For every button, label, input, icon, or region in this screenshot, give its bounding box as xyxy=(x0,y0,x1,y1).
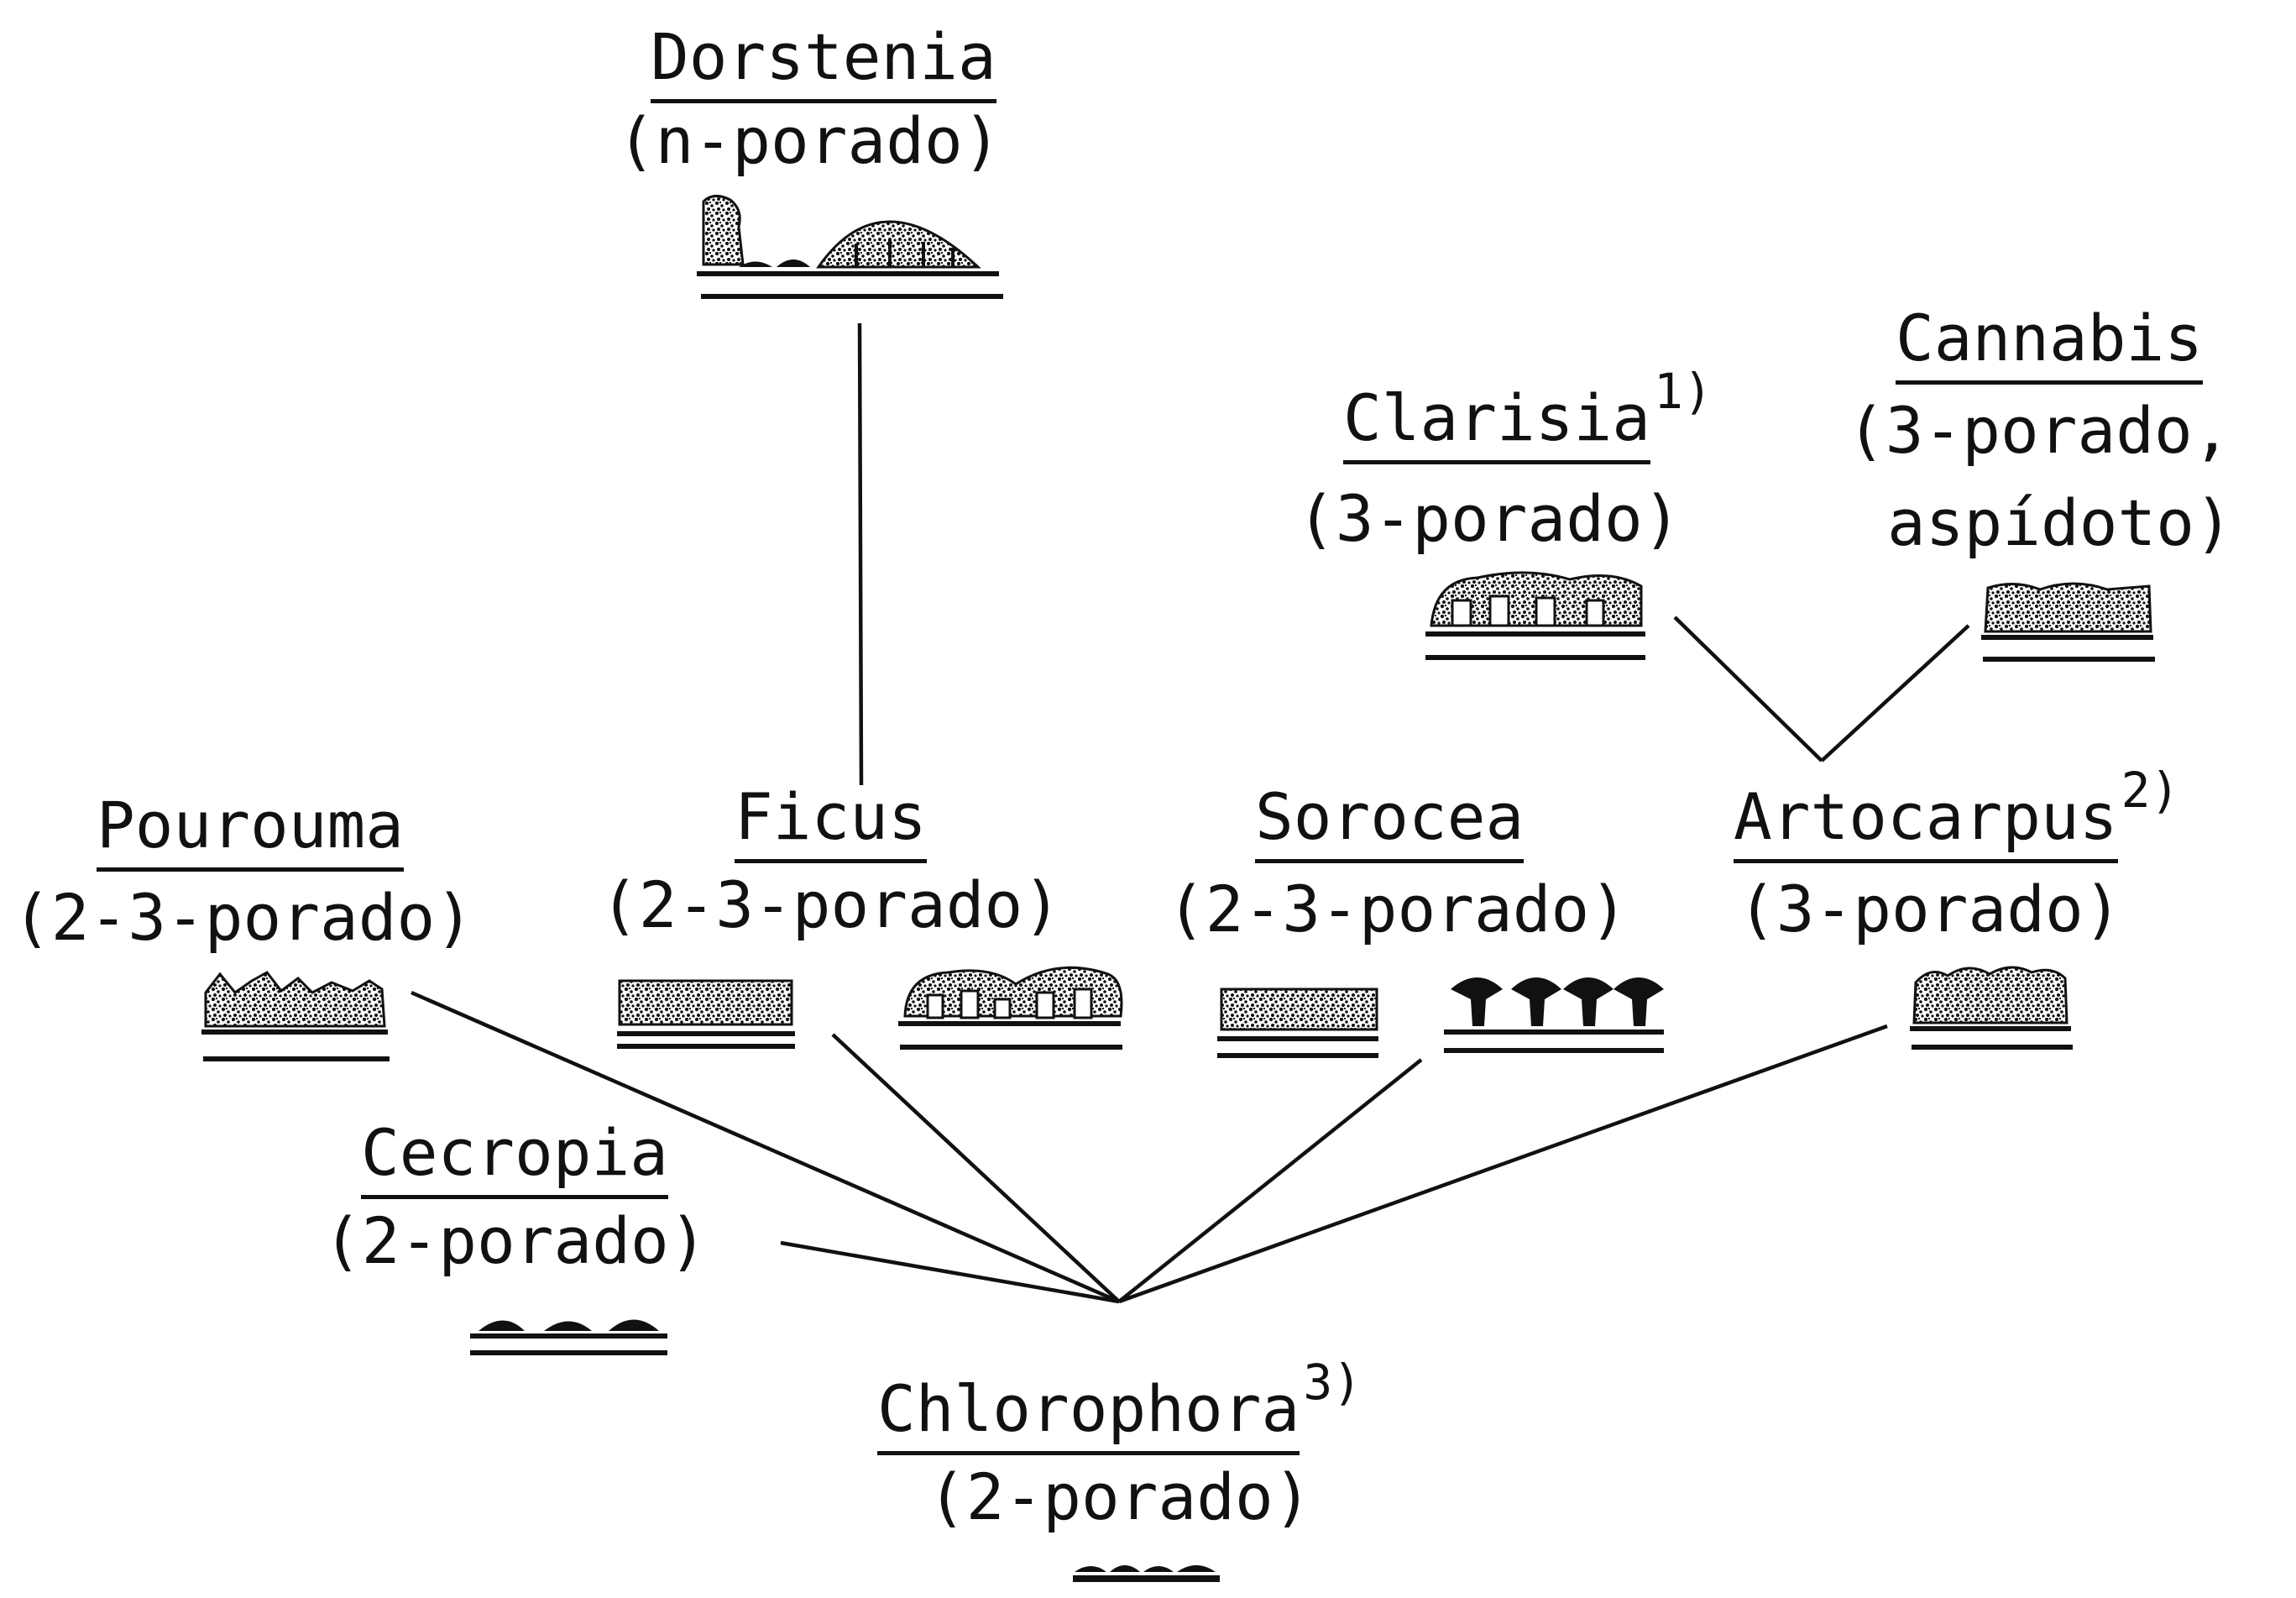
pollen-ficus-a xyxy=(617,979,795,1049)
node-cecropia-type: (2-porado) xyxy=(323,1203,708,1278)
node-dorstenia-name: Dorstenia xyxy=(651,19,996,103)
pollen-ficus-b xyxy=(898,966,1123,1050)
node-sorocea-type: (2-3-porado) xyxy=(1167,872,1629,946)
edge-cannabis-artocarpus xyxy=(1820,624,1970,762)
node-cannabis-name: Cannabis xyxy=(1896,301,2204,385)
node-chlorophora-name: Chlorophora3) xyxy=(877,1358,1362,1455)
pollen-clarisia xyxy=(1425,571,1645,660)
pollen-sorocea-a xyxy=(1217,988,1378,1058)
pollen-pourouma xyxy=(201,971,390,1061)
node-artocarpus-name: Artocarpus2) xyxy=(1734,766,2179,863)
node-ficus-name: Ficus xyxy=(735,779,927,863)
node-pourouma-type: (2-3-porado) xyxy=(13,880,474,955)
pollen-cecropia xyxy=(470,1319,667,1355)
edge-cecropia-chlorophora xyxy=(780,1240,1120,1304)
node-ficus-type: (2-3-porado) xyxy=(600,867,1062,942)
footnote-3: 3) xyxy=(1303,1354,1362,1411)
node-cannabis-type-1: (3-porado, xyxy=(1847,393,2231,468)
node-clarisia-name: Clarisia1) xyxy=(1343,367,1713,464)
node-dorstenia-type: (n-porado) xyxy=(617,103,1002,178)
node-chlorophora-type: (2-porado) xyxy=(928,1459,1312,1534)
node-cannabis-type-2: aspídoto) xyxy=(1887,485,2233,560)
pollen-cannabis xyxy=(1981,582,2155,662)
node-sorocea-name: Sorocea xyxy=(1255,779,1525,863)
pollen-sorocea-b xyxy=(1444,977,1664,1053)
edge-pourouma-chlorophora xyxy=(411,990,1120,1304)
node-clarisia-type: (3-porado) xyxy=(1297,481,1681,556)
edge-dorstenia-ficus xyxy=(857,322,864,786)
edge-ficus-chlorophora xyxy=(831,1033,1121,1303)
node-artocarpus-type: (3-porado) xyxy=(1738,872,2122,946)
node-cecropia-name: Cecropia xyxy=(361,1115,669,1199)
edge-artocarpus-chlorophora xyxy=(1118,1024,1888,1304)
edge-sorocea-chlorophora xyxy=(1117,1058,1423,1303)
footnote-1: 1) xyxy=(1654,363,1713,420)
pollen-artocarpus xyxy=(1910,966,2073,1050)
edge-clarisia-artocarpus xyxy=(1673,616,1823,762)
footnote-2: 2) xyxy=(2121,762,2180,819)
node-pourouma-name: Pourouma xyxy=(97,788,405,872)
pollen-dorstenia xyxy=(697,195,1003,299)
pollen-chlorophora xyxy=(1073,1565,1220,1582)
edges xyxy=(411,322,1970,1304)
